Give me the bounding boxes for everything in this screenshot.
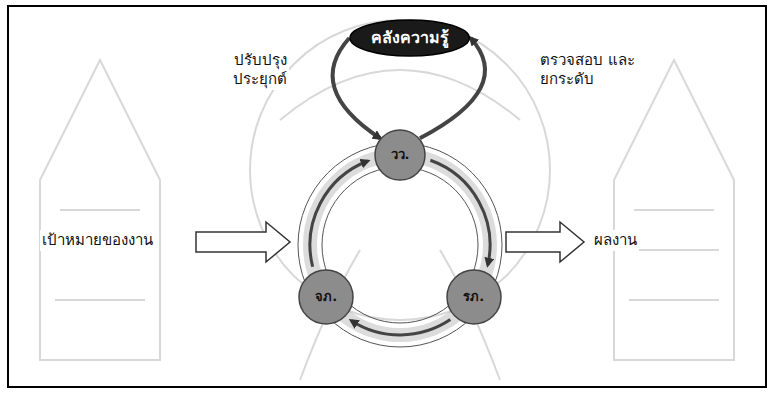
node-text: จภ. bbox=[315, 289, 337, 305]
stage-circle: รภ. bbox=[446, 269, 502, 325]
input-label: เป้าหมายของงาน bbox=[40, 230, 155, 251]
stage-circle: วว. bbox=[374, 129, 426, 181]
cycle-arrow bbox=[310, 161, 368, 267]
node-text: รภ. bbox=[463, 289, 484, 305]
edge-label: ตรวจสอบ และยกระดับ bbox=[538, 50, 647, 90]
frame bbox=[8, 6, 766, 387]
edge-label: ปรับปรุง ประยุกต์ bbox=[180, 50, 289, 90]
output-block-arrow bbox=[506, 222, 584, 262]
stage-circle: จภ. bbox=[298, 269, 354, 325]
node-text: คลังความรู้ bbox=[371, 28, 449, 47]
node-text: วว. bbox=[391, 147, 410, 163]
cycle-arrow bbox=[430, 160, 490, 265]
input-block-arrow bbox=[196, 222, 290, 262]
cycle-arrow bbox=[333, 38, 381, 138]
cycle-arrow bbox=[351, 320, 450, 335]
output-label: ผลงาน bbox=[592, 230, 639, 251]
watermark-seal bbox=[40, 20, 734, 380]
knowledge-oval: คลังความรู้ bbox=[349, 19, 470, 57]
